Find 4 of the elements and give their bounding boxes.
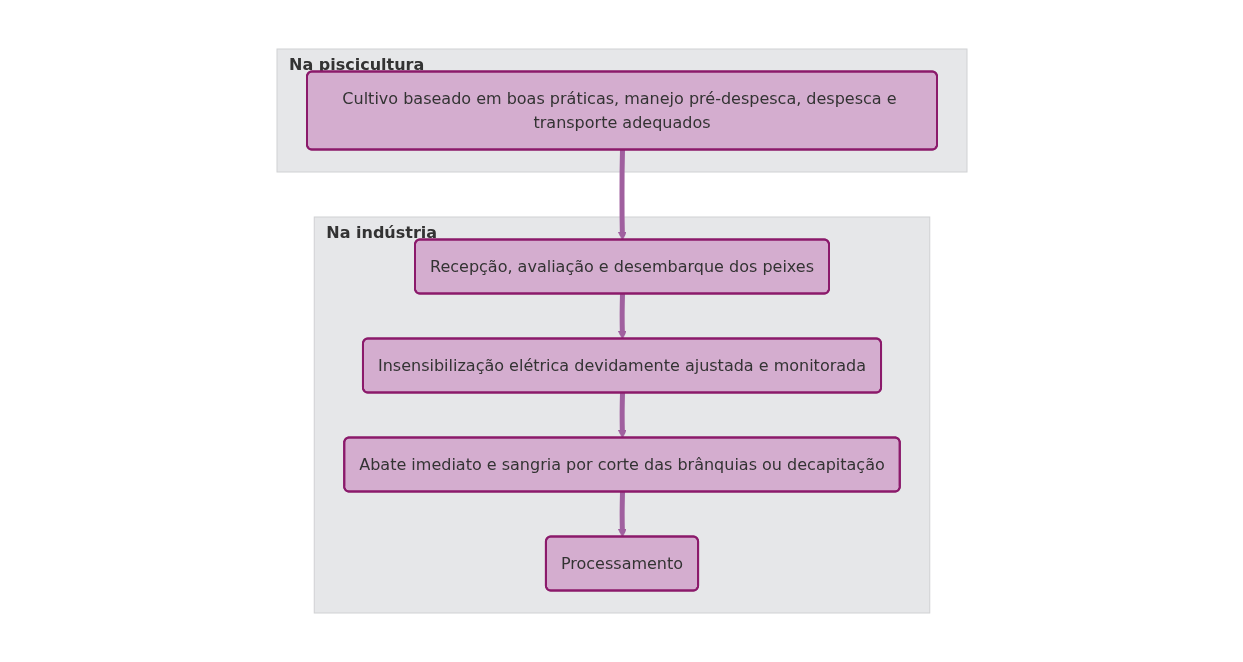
arrow — [617, 149, 627, 241]
arrow — [617, 293, 627, 340]
arrow — [617, 392, 627, 439]
arrow — [617, 491, 627, 538]
